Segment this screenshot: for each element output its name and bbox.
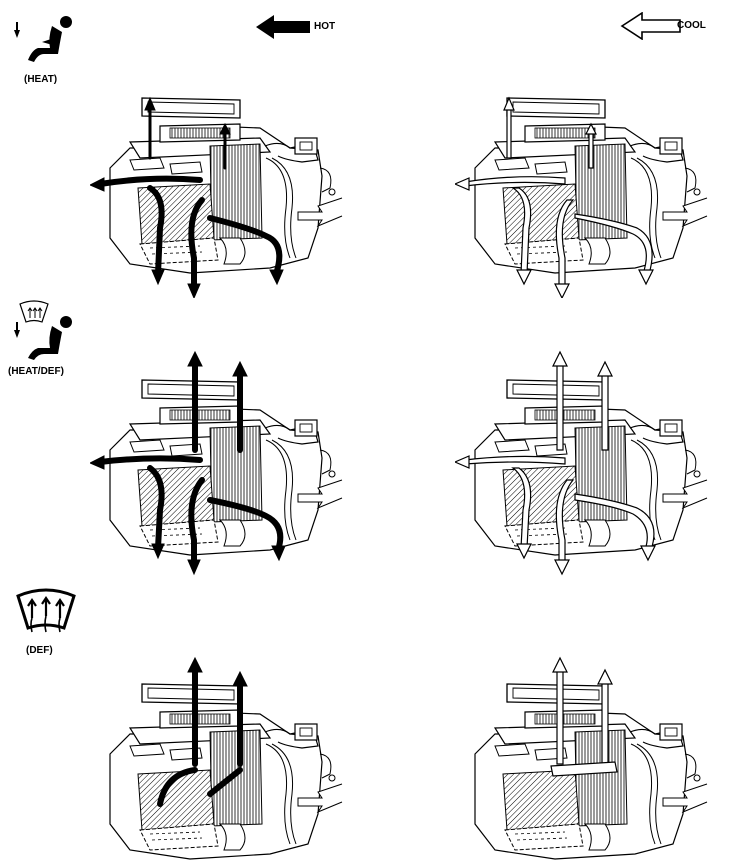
- hot-airflow-def: [157, 656, 248, 807]
- hot-label: HOT: [314, 21, 336, 32]
- windshield-defrost-icon: [16, 588, 76, 633]
- cool-arrow-icon: [620, 12, 681, 40]
- cool-airflow-heat-def: [455, 350, 656, 576]
- cool-airflow-heat: [455, 96, 654, 298]
- heater-unit-heat-hot: [90, 96, 343, 298]
- hot-arrow-icon: [256, 15, 310, 39]
- seat-foot-icon: [14, 16, 72, 62]
- heater-unit-def-hot: [109, 656, 343, 860]
- hot-legend: HOT: [254, 14, 344, 40]
- cool-legend: COOL: [620, 12, 725, 40]
- heater-unit-def-cool: [474, 656, 708, 860]
- heater-unit-heat-cool: [455, 96, 708, 298]
- hot-airflow-heat-def: [90, 350, 286, 576]
- cool-airflow-def: [550, 656, 618, 777]
- heater-unit-heatdef-cool: [455, 350, 708, 576]
- seat-foot-defrost-icon: [14, 300, 72, 360]
- heater-unit-heatdef-hot: [90, 350, 343, 576]
- mode-label-heat: (HEAT): [24, 74, 58, 85]
- cool-label: COOL: [677, 20, 706, 31]
- mode-label-def: (DEF): [26, 645, 53, 656]
- mode-label-heat-def: (HEAT/DEF): [8, 366, 64, 377]
- hot-airflow-heat: [90, 96, 284, 298]
